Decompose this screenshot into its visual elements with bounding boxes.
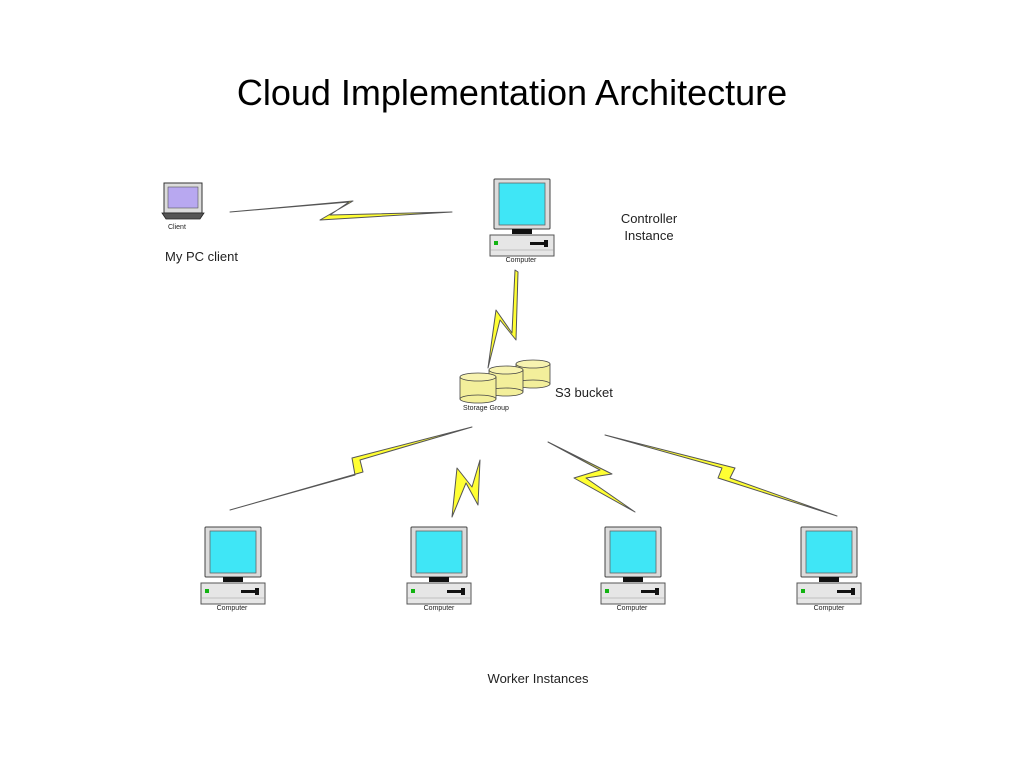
worker-computer-1-icon — [200, 526, 266, 605]
worker-computer-4-icon — [796, 526, 862, 605]
storage-cylinders-icon — [459, 359, 551, 404]
storage-caption: S3 bucket — [555, 385, 613, 400]
laptop-icon — [161, 182, 205, 220]
client-device-label: Client — [168, 224, 186, 231]
worker-3-device-label: Computer — [617, 605, 648, 612]
controller-caption-line1: Controller — [621, 211, 678, 226]
controller-caption-line2: Instance — [624, 228, 673, 243]
link-client-controller — [229, 200, 453, 221]
controller-device-label: Computer — [506, 257, 537, 264]
slide-title: Cloud Implementation Architecture — [236, 72, 788, 113]
link-storage-worker-2 — [451, 459, 481, 518]
worker-2-device-label: Computer — [424, 605, 455, 612]
link-storage-worker-1 — [229, 426, 473, 511]
link-controller-storage — [487, 269, 519, 369]
worker-1-device-label: Computer — [217, 605, 248, 612]
worker-computer-3-icon — [600, 526, 666, 605]
worker-computer-2-icon — [406, 526, 472, 605]
storage-device-label: Storage Group — [463, 405, 509, 412]
client-caption: My PC client — [165, 249, 238, 264]
worker-4-device-label: Computer — [814, 605, 845, 612]
workers-caption: Worker Instances — [488, 671, 589, 686]
controller-computer-icon — [489, 178, 555, 257]
link-storage-worker-4 — [604, 434, 838, 517]
link-storage-worker-3 — [547, 441, 636, 513]
